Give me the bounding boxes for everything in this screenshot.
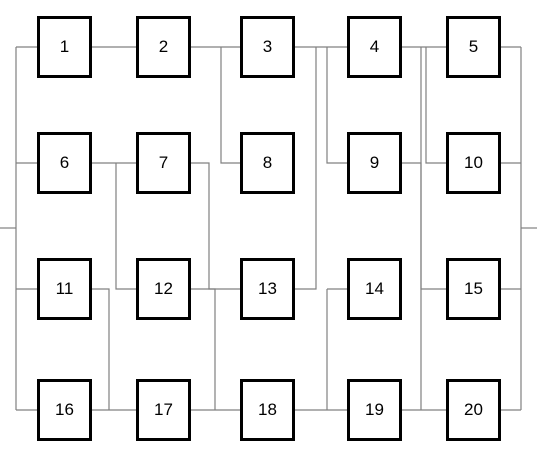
block-4: 4: [347, 16, 402, 78]
block-15: 15: [446, 258, 501, 320]
block-11: 11: [37, 258, 92, 320]
block-8: 8: [240, 132, 295, 194]
block-18: 18: [240, 379, 295, 441]
block-14: 14: [347, 258, 402, 320]
block-10: 10: [446, 132, 501, 194]
block-9: 9: [347, 132, 402, 194]
block-20: 20: [446, 379, 501, 441]
block-19: 19: [347, 379, 402, 441]
block-6: 6: [37, 132, 92, 194]
block-16: 16: [37, 379, 92, 441]
block-13: 13: [240, 258, 295, 320]
block-5: 5: [446, 16, 501, 78]
block-17: 17: [136, 379, 191, 441]
block-12: 12: [136, 258, 191, 320]
block-3: 3: [240, 16, 295, 78]
block-7: 7: [136, 132, 191, 194]
block-2: 2: [136, 16, 191, 78]
block-1: 1: [37, 16, 92, 78]
